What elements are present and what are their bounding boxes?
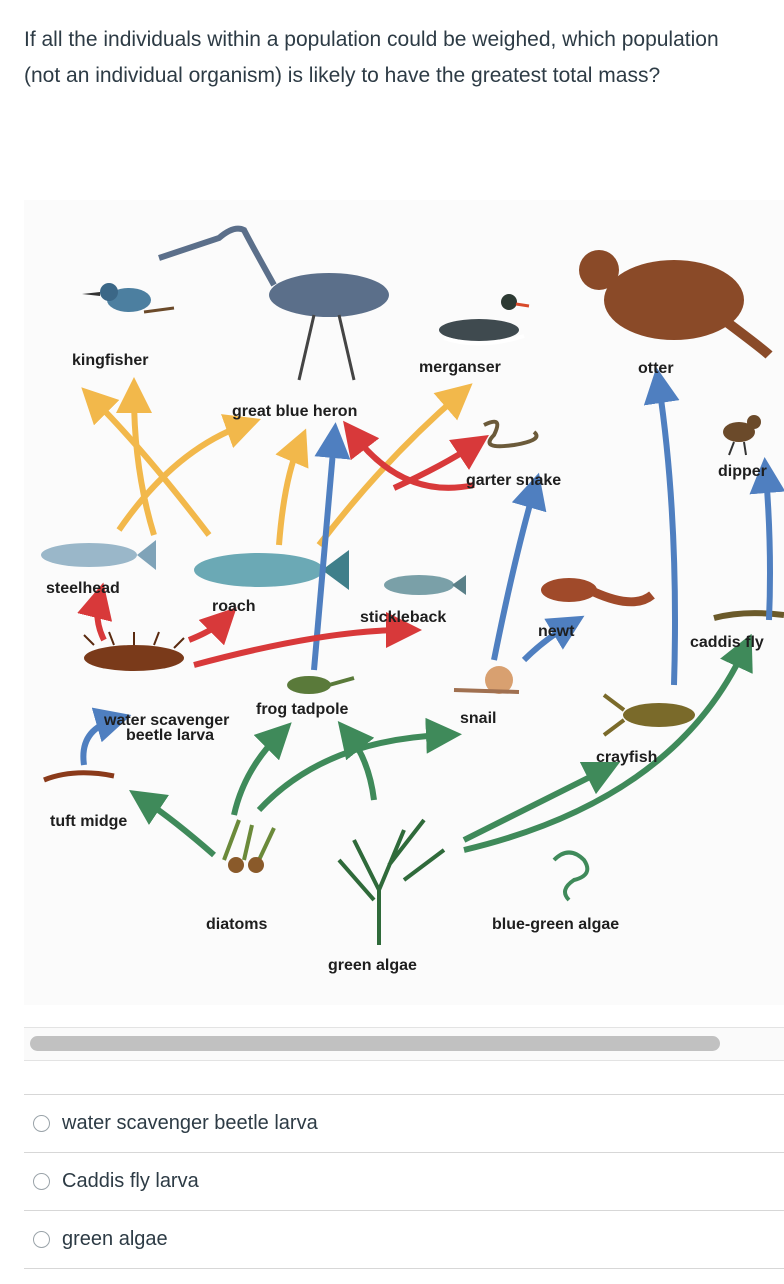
label-kingfisher: kingfisher: [72, 352, 148, 369]
garter-snake-icon: [483, 419, 539, 449]
tuft-midge-icon: [43, 770, 115, 783]
label-snail: snail: [460, 710, 496, 727]
label-stickleback: stickleback: [360, 609, 446, 626]
answer-option-3[interactable]: green algae: [24, 1210, 784, 1269]
label-caddis-fly: caddis fly: [690, 634, 764, 651]
label-garter-snake: garter snake: [466, 472, 561, 489]
snail-icon: [453, 666, 520, 694]
newt-icon: [541, 578, 655, 607]
steelhead-icon: [41, 540, 156, 570]
water-scavenger-beetle-larva-icon: [83, 631, 185, 671]
answer-option-1[interactable]: water scavenger beetle larva: [24, 1094, 784, 1152]
horizontal-scrollbar[interactable]: [24, 1027, 784, 1061]
merganser-icon: [439, 294, 530, 346]
answer-label: Caddis fly larva: [62, 1170, 199, 1192]
scrollbar-thumb[interactable]: [30, 1036, 720, 1051]
question-text: If all the individuals within a populati…: [24, 28, 719, 87]
blue-green-algae-icon: [552, 850, 590, 902]
label-tuft-midge: tuft midge: [50, 813, 127, 830]
label-otter: otter: [638, 360, 674, 377]
label-newt: newt: [538, 623, 575, 640]
kingfisher-icon: [82, 283, 175, 314]
label-water-scavenger: water scavenger: [103, 712, 229, 729]
roach-icon: [194, 550, 349, 590]
label-merganser: merganser: [419, 359, 501, 376]
radio-button[interactable]: [33, 1173, 50, 1190]
frog-tadpole-icon: [287, 676, 355, 694]
otter-icon: [579, 250, 773, 359]
diatoms-icon: [222, 819, 276, 873]
label-dipper: dipper: [718, 463, 767, 480]
food-web-svg: kingfisher great blue heron merganser ot…: [24, 200, 784, 1005]
label-green-algae: green algae: [328, 957, 417, 974]
food-web-diagram: kingfisher great blue heron merganser ot…: [24, 200, 784, 1005]
crayfish-icon: [602, 693, 695, 737]
label-diatoms: diatoms: [206, 916, 267, 933]
label-great-blue-heron: great blue heron: [232, 403, 357, 420]
stickleback-icon: [384, 575, 466, 595]
label-beetle-larva: beetle larva: [126, 727, 214, 744]
radio-button[interactable]: [33, 1115, 50, 1132]
label-roach: roach: [212, 598, 256, 615]
answer-option-2[interactable]: Caddis fly larva: [24, 1152, 784, 1210]
green-algae-icon: [337, 818, 446, 945]
label-frog-tadpole: frog tadpole: [256, 701, 349, 718]
label-steelhead: steelhead: [46, 580, 120, 597]
radio-button[interactable]: [33, 1231, 50, 1248]
food-web-arrows: [77, 367, 784, 858]
answer-list: water scavenger beetle larva Caddis fly …: [24, 1094, 784, 1269]
answer-label: water scavenger beetle larva: [62, 1112, 318, 1134]
great-blue-heron-icon: [158, 225, 389, 381]
answer-label: green algae: [62, 1228, 168, 1250]
label-crayfish: crayfish: [596, 749, 657, 766]
caddis-fly-icon: [713, 610, 784, 621]
label-blue-green-algae: blue-green algae: [492, 916, 619, 933]
dipper-icon: [723, 415, 761, 456]
